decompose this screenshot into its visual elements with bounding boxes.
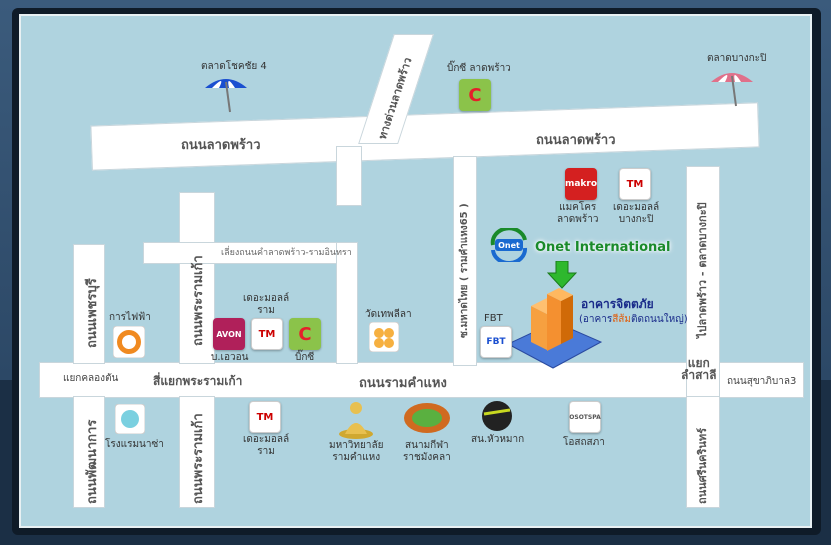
avon-logo-icon: AVON [213,318,245,350]
label-klong-tan: แยกคลองตัน [63,373,119,384]
label-chokchai4: ตลาดโชคชัย 4 [201,61,267,72]
mall-ram-bottom-logo-icon: TM [249,401,281,433]
label-ladprao-left: ถนนลาดพร้าว [181,138,261,153]
fbt-logo-icon: FBT [480,326,512,358]
university-icon [339,402,373,439]
label-phra-ram9-junction: สี่แยกพระรามเก้า [153,374,243,388]
road-seri-thai-vertical [336,242,358,364]
label-phra-ram9-bottom: ถนนพระรามเก้า [191,413,206,504]
label-to-bangkapi: ไปลาดพร้าว - ตลาดบางกะปิ [696,202,709,338]
location-map: ถนนลาดพร้าว ถนนลาดพร้าว ถนนรามคำแหง ทางด… [19,14,812,528]
label-mall-ram: เดอะมอลล์ ราม [243,293,290,316]
road-sri-nakarin [686,396,720,508]
bangkapi-market-umbrella-icon [711,73,753,107]
label-avon: บ.เอวอน [211,352,249,363]
label-sukhapiban3: ถนนสุขาภิบาล3 [727,376,797,387]
mall-ram-logo-icon: TM [251,318,283,350]
road-phetchaburi [73,244,105,364]
label-electricity: การไฟฟ้า [109,312,151,323]
temple-icon [369,322,399,352]
office-building-icon [506,288,603,369]
road-ladprao-stub [336,146,362,206]
bigc-ladprao-logo-icon: C [459,79,491,111]
label-bangkapi-market: ตลาดบางกะปิ [707,53,767,64]
building-sub-suffix: ติดถนนใหญ่) [631,314,688,325]
label-bigc-ladprao: บิ๊กซี ลาดพร้าว [447,63,511,74]
label-ladprao-right: ถนนลาดพร้าว [536,133,616,148]
road-phra-ram9-top [179,192,215,364]
road-phra-ram9-bottom [179,396,215,508]
road-phatthanakan [73,396,105,508]
label-phra-ram9-top: ถนนพระรามเก้า [191,255,206,346]
label-bigc-ram: บิ๊กซี [295,352,315,363]
chokchai4-umbrella-icon [205,79,247,113]
label-fbt: FBT [484,313,503,324]
building-sub-highlight: สีส้ม [612,314,632,325]
label-ramkhamhaeng: ถนนรามคำแหง [359,376,447,391]
stadium-icon [404,403,450,433]
road-ramkhamhaeng [39,362,804,398]
label-seri-thai: เลี่ยงถนนคำลาดพร้าว-รามอินทรา [221,248,352,258]
label-stadium: สนามกีฬา ราชมังคลา [403,440,451,463]
makro-logo-icon: makro [565,168,597,200]
onet-logo-icon: Onet [490,228,528,262]
osotspa-logo-icon: OSOTSPA [569,401,601,433]
electricity-authority-icon [113,326,145,358]
building-name: อาคารจิตตภัย [581,297,654,311]
road-soi-mahad [453,156,477,366]
label-hua-mak: สน.หัวหมาก [471,434,525,445]
label-mall-ram-bottom: เดอะมอลล์ ราม [243,434,290,457]
building-subtitle: (อาคารสีส้มติดถนนใหญ่) [579,312,688,327]
company-name: Onet International [535,240,671,255]
mall-bangkapi-logo-icon: TM [619,168,651,200]
label-hotel: โรงแรมนาซ่า [105,439,164,450]
building-sub-prefix: (อาคาร [579,314,613,325]
hotel-icon [115,404,145,434]
label-phetchaburi: ถนนเพชรบุรี [85,278,100,348]
label-osotspa: โอสถสภา [563,437,605,448]
label-university: มหาวิทยาลัย รามคำแหง [329,440,384,463]
label-lam-sali: แยก ลำสาลี [681,356,717,382]
svg-text:Onet: Onet [498,241,520,250]
bigc-ram-logo-icon: C [289,318,321,350]
police-station-icon [482,401,512,431]
label-mall-bangkapi: เดอะมอลล์ บางกะปิ [613,202,660,225]
label-phatthanakan: ถนนพัฒนาการ [85,419,100,504]
label-sri-nakarin: ถนนศรีนครินทร์ [696,427,709,504]
location-arrow-icon [547,261,577,289]
label-makro: แมคโคร ลาดพร้าว [557,202,599,225]
label-soi-mahad: ซ.มหาดไทย ( รามคำแหง65 ) [459,203,470,338]
label-wat-thep: วัดเทพลีลา [365,309,412,320]
